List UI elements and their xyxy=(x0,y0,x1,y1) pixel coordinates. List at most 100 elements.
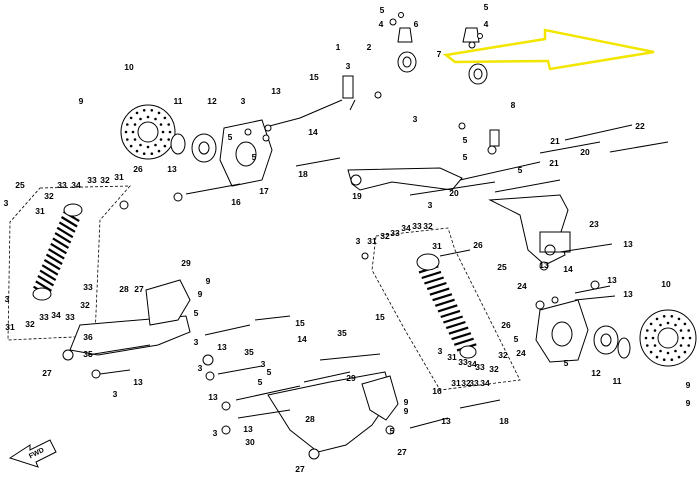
callout-33: 33 xyxy=(412,221,422,231)
disc-hole xyxy=(649,322,653,326)
shock-absorber-right xyxy=(361,227,521,391)
disc-hole xyxy=(646,344,649,347)
spring-coil xyxy=(52,237,70,249)
disc-hole xyxy=(670,358,674,362)
callout-10: 10 xyxy=(124,62,134,72)
callout-3: 3 xyxy=(198,363,203,373)
callout-13: 13 xyxy=(623,289,633,299)
callout-5: 5 xyxy=(564,358,569,368)
spring-coil xyxy=(56,226,74,239)
spring-coil xyxy=(421,270,442,280)
callout-4: 4 xyxy=(379,19,384,29)
disc-hole xyxy=(135,111,139,115)
spring-coil xyxy=(60,216,78,228)
spring-coil xyxy=(453,337,474,346)
callout-20: 20 xyxy=(580,147,590,157)
spring-coil xyxy=(37,274,55,287)
stabilizer-bushing-right xyxy=(462,27,488,85)
disc-hole xyxy=(139,143,142,147)
spring-coil xyxy=(426,281,447,291)
callout-2: 2 xyxy=(367,42,372,52)
callout-9: 9 xyxy=(79,96,84,106)
callout-20: 20 xyxy=(449,188,459,198)
callout-3: 3 xyxy=(241,96,246,106)
disc-hole xyxy=(146,145,150,149)
callout-33: 33 xyxy=(65,312,75,322)
callout-16: 16 xyxy=(231,197,241,207)
callout-27: 27 xyxy=(42,368,52,378)
callout-3: 3 xyxy=(346,61,351,71)
callout-33: 33 xyxy=(39,312,49,322)
spring-coil xyxy=(43,258,61,271)
callout-15: 15 xyxy=(309,72,319,82)
trailing-arm-bracket xyxy=(488,194,571,266)
callout-31: 31 xyxy=(114,172,124,182)
disc-hole xyxy=(146,115,150,119)
callout-28: 28 xyxy=(305,414,315,424)
callout-33: 33 xyxy=(83,282,93,292)
disc-hole xyxy=(129,144,133,148)
spring-coil xyxy=(41,264,59,276)
spring-coil xyxy=(48,248,65,260)
callout-32: 32 xyxy=(489,364,499,374)
callout-3: 3 xyxy=(5,294,10,304)
pointer-arrow xyxy=(442,28,655,71)
callout-25: 25 xyxy=(497,262,507,272)
callout-33: 33 xyxy=(390,228,400,238)
callout-11: 11 xyxy=(613,376,622,386)
fwd-direction-icon: FWD xyxy=(8,439,57,468)
callout-5: 5 xyxy=(267,367,272,377)
disc-hole xyxy=(649,350,653,354)
callout-1: 1 xyxy=(336,42,341,52)
disc-hole xyxy=(644,336,648,340)
callout-13: 13 xyxy=(539,260,549,270)
brake-disc-right xyxy=(639,309,697,367)
callout-9: 9 xyxy=(404,397,409,407)
callout-9: 9 xyxy=(686,398,691,408)
disc-hole xyxy=(677,355,681,359)
hub-right xyxy=(535,299,631,363)
spring-coil xyxy=(45,253,63,265)
callout-32: 32 xyxy=(80,300,90,310)
spring-coil xyxy=(451,332,472,341)
disc-hole xyxy=(129,116,133,120)
callout-5: 5 xyxy=(228,132,233,142)
spring-coil xyxy=(50,242,67,255)
callout-34: 34 xyxy=(480,378,490,388)
callout-3: 3 xyxy=(261,359,266,369)
callout-3: 3 xyxy=(113,389,118,399)
disc-hole xyxy=(683,350,687,354)
callout-5: 5 xyxy=(252,152,257,162)
disc-hole xyxy=(679,344,683,347)
disc-hole xyxy=(157,149,161,153)
disc-hole xyxy=(674,323,677,327)
disc-hole xyxy=(651,336,655,340)
disc-hole xyxy=(670,315,674,318)
disc-hole xyxy=(687,344,690,347)
disc-hole xyxy=(167,138,170,141)
callout-15: 15 xyxy=(295,318,305,328)
disc-hole xyxy=(674,349,677,353)
bolts-right-hub xyxy=(535,243,616,310)
callout-31: 31 xyxy=(35,206,45,216)
callout-13: 13 xyxy=(623,239,633,249)
callout-13: 13 xyxy=(217,342,227,352)
disc-hole xyxy=(154,117,157,121)
callout-26: 26 xyxy=(133,164,143,174)
disc-hole xyxy=(677,317,681,321)
callout-18: 18 xyxy=(499,416,509,426)
disc-hole xyxy=(142,109,146,112)
callout-31: 31 xyxy=(447,352,457,362)
disc-hole xyxy=(139,117,142,121)
callout-13: 13 xyxy=(167,164,177,174)
callout-31: 31 xyxy=(432,241,442,251)
callout-22: 22 xyxy=(635,121,645,131)
callout-33: 33 xyxy=(57,180,67,190)
callout-24: 24 xyxy=(516,348,526,358)
callout-9: 9 xyxy=(686,380,691,390)
callout-34: 34 xyxy=(71,180,81,190)
callout-3: 3 xyxy=(428,200,433,210)
callout-36: 36 xyxy=(83,332,93,342)
callout-27: 27 xyxy=(397,447,407,457)
